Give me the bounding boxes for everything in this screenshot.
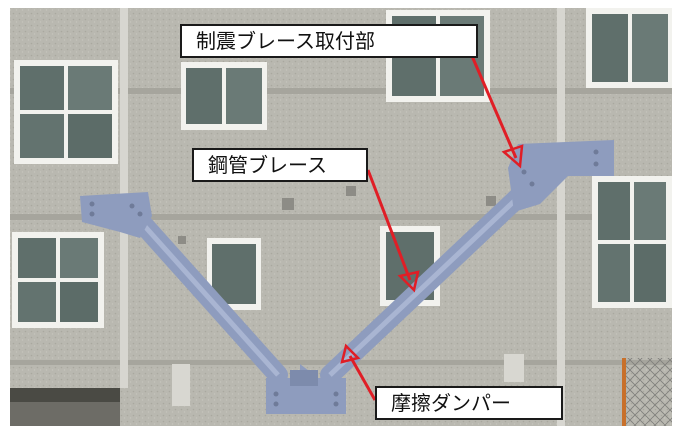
brace-mount-plate-left xyxy=(80,192,152,238)
label-friction-damper: 摩擦ダンパー xyxy=(375,386,563,420)
photo-area xyxy=(10,8,672,426)
canopy xyxy=(10,388,120,402)
bolts xyxy=(89,149,599,407)
arrow-steel-brace xyxy=(366,169,420,293)
steel-brace xyxy=(122,178,538,385)
friction-damper-plate xyxy=(266,364,346,414)
window xyxy=(592,176,672,308)
drain-pipe-right xyxy=(557,8,565,426)
brace-mount-plate-right xyxy=(508,140,614,212)
window xyxy=(181,62,267,130)
window xyxy=(586,8,672,88)
window xyxy=(12,232,104,328)
arrow-friction-damper xyxy=(340,343,377,401)
label-steel-brace: 鋼管ブレース xyxy=(192,148,368,182)
window xyxy=(14,60,118,164)
arrow-brace-mount xyxy=(470,55,524,169)
label-brace-mount: 制震ブレース取付部 xyxy=(180,24,478,58)
fence xyxy=(622,358,672,426)
window xyxy=(207,238,261,310)
